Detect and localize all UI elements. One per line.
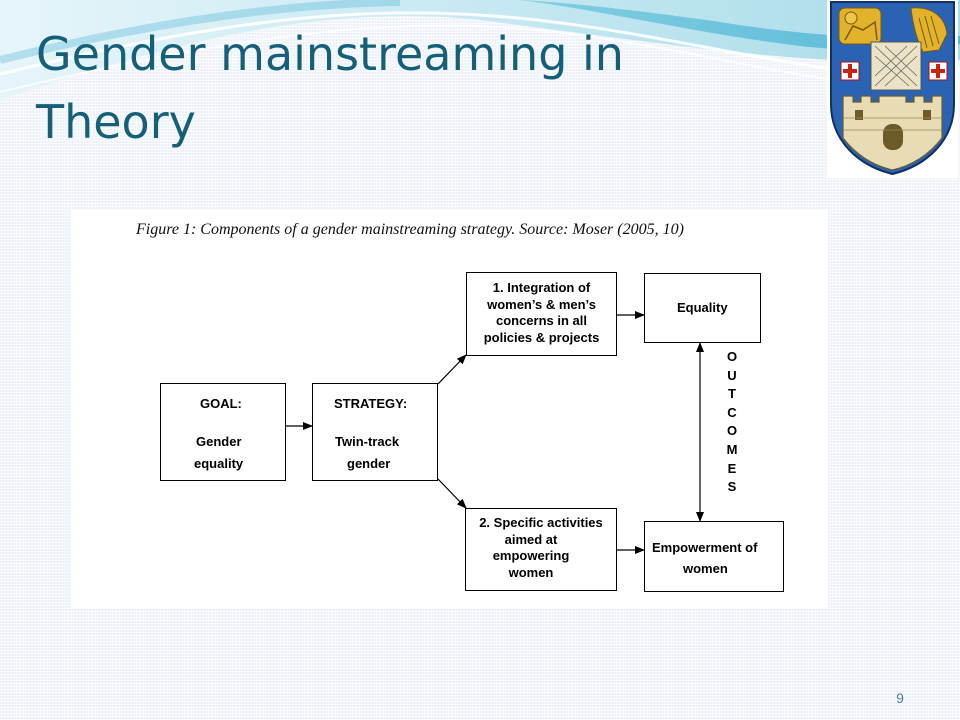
integration-box: 1. Integration of women’s & men’s concer… <box>466 272 617 356</box>
integration-line: 1. Integration of <box>492 280 591 295</box>
page-number: 9 <box>896 690 904 706</box>
specific-line: women <box>508 564 554 580</box>
goal-heading: GOAL: <box>200 396 242 411</box>
outcomes-letter: T <box>728 386 736 402</box>
castle-icon <box>842 95 943 171</box>
slide-title: Gender mainstreaming in Theory <box>36 20 796 156</box>
outcomes-letter: M <box>726 441 738 457</box>
outcomes-letter: U <box>727 367 737 383</box>
lion-icon <box>838 7 882 45</box>
harp-icon <box>910 7 948 53</box>
cross-icon <box>840 61 948 81</box>
equality-box: Equality <box>644 273 761 343</box>
specific-activities-box: 2. Specific activities aimed at empoweri… <box>465 508 617 591</box>
integration-line: policies & projects <box>483 329 600 345</box>
goal-line-1: Gender <box>196 434 242 449</box>
figure-caption: Figure 1: Components of a gender mainstr… <box>136 221 684 238</box>
outcomes-letter: S <box>727 479 737 495</box>
title-line-2: Theory <box>36 95 196 149</box>
book-icon <box>870 41 922 91</box>
specific-line: aimed at <box>504 531 558 547</box>
strategy-line-2: gender <box>347 456 391 471</box>
strategy-box: STRATEGY: Twin-track gender <box>312 383 438 481</box>
specific-line: empowering <box>492 548 570 563</box>
empowerment-box: Empowerment of women <box>644 521 784 592</box>
empowerment-line-1: Empowerment of <box>652 540 758 555</box>
outcomes-letter: E <box>727 460 737 476</box>
trinity-college-crest-icon <box>827 0 958 178</box>
outcomes-vertical-label: O U T C O M E S <box>724 348 740 497</box>
strategy-heading: STRATEGY: <box>334 396 408 411</box>
empowerment-line-2: women <box>683 561 728 576</box>
integration-line: women’s & men’s <box>487 296 596 312</box>
title-line-1: Gender mainstreaming in <box>36 27 624 81</box>
integration-line: concerns in all <box>495 313 588 328</box>
goal-box: GOAL: Gender equality <box>160 383 286 481</box>
outcomes-letter: O <box>726 349 738 364</box>
specific-line: 2. Specific activities <box>479 515 603 530</box>
outcomes-letter: O <box>726 423 738 439</box>
goal-line-2: equality <box>194 456 244 471</box>
outcomes-letter: C <box>727 404 737 420</box>
equality-label: Equality <box>677 300 728 315</box>
strategy-line-1: Twin-track <box>335 434 400 449</box>
